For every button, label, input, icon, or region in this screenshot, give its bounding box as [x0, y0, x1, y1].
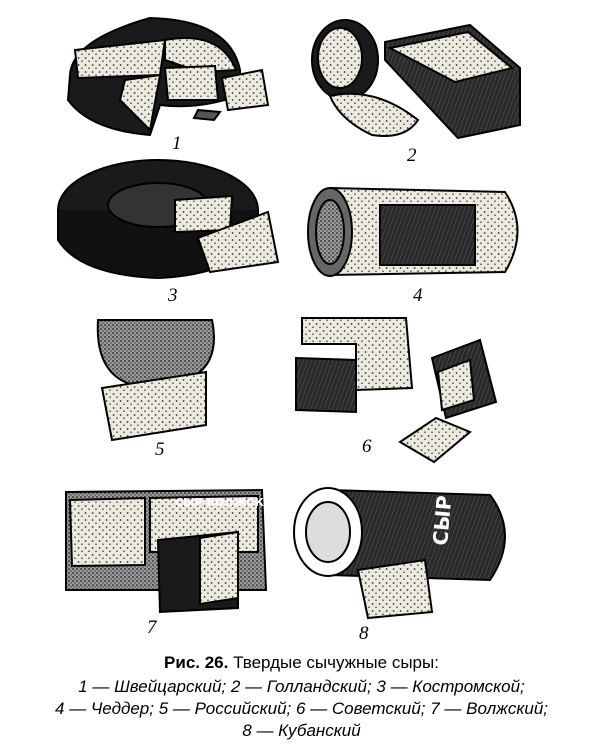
- label-1: 1: [172, 133, 182, 154]
- label-3: 3: [168, 285, 178, 306]
- cheese-dutch-illustration: [311, 19, 521, 140]
- cheese-cheddar-illustration: [307, 186, 519, 277]
- cheese-soviet-illustration: [295, 317, 498, 464]
- cheese-swiss-illustration: [66, 16, 270, 137]
- label-2: 2: [407, 145, 417, 166]
- label-8: 8: [359, 623, 369, 644]
- cheese-figure: СЫР ВОЛЖСКИЙ СЫР 1 2 3 4 5 6 7 8: [57, 16, 521, 644]
- cheese-volzhsky-illustration: СЫР ВОЛЖСКИЙ: [65, 488, 282, 614]
- cheese-kostroma-illustration: [57, 159, 280, 280]
- label-5: 5: [155, 439, 165, 460]
- figure-caption: Рис. 26. Твердые сычужные сыры: 1 — Швей…: [0, 652, 603, 742]
- label-7: 7: [147, 617, 157, 638]
- cheese-illustrations: СЫР ВОЛЖСКИЙ СЫР: [57, 16, 521, 620]
- label-6: 6: [362, 436, 372, 457]
- wrapper-stamp-kuban: СЫР: [428, 494, 456, 546]
- caption-legend-line-3: 8 — Кубанский: [242, 721, 361, 740]
- cheese-russian-illustration: [96, 319, 215, 442]
- caption-legend-line-2: 4 — Чеддер; 5 — Российский; 6 — Советски…: [54, 699, 549, 718]
- label-4: 4: [413, 285, 423, 306]
- wrapper-stamp-volzhsky: СЫР ВОЛЖСКИЙ: [175, 496, 282, 509]
- caption-legend-line-1: 1 — Швейцарский; 2 — Голландский; 3 — Ко…: [78, 677, 525, 696]
- caption-figure-title: Твердые сычужные сыры:: [233, 653, 439, 672]
- caption-title: Рис. 26. Твердые сычужные сыры:: [0, 652, 603, 674]
- cheese-kuban-illustration: СЫР: [293, 487, 506, 620]
- caption-figure-number: Рис. 26.: [164, 653, 229, 672]
